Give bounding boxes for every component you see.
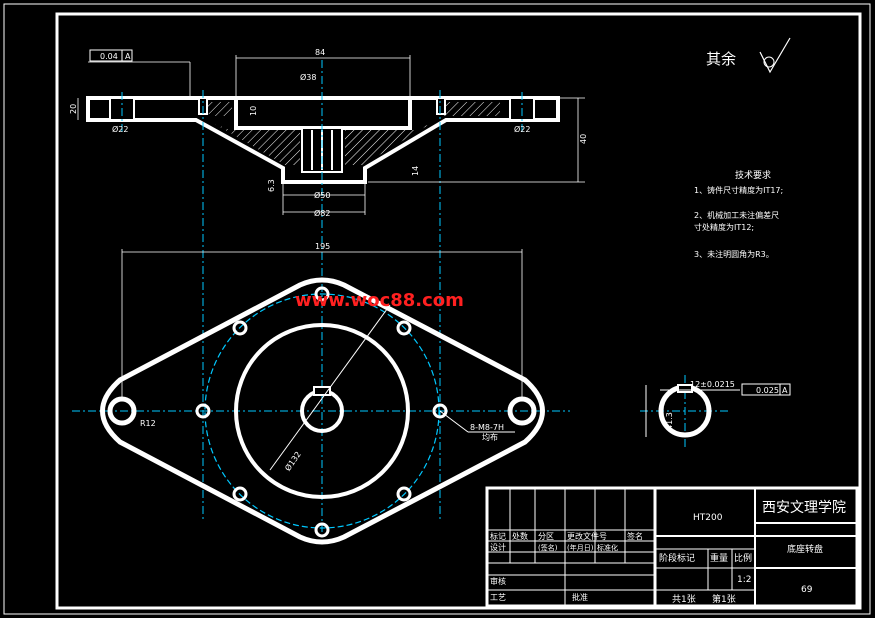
title-block xyxy=(485,486,859,608)
dim-r12: R12 xyxy=(140,419,156,428)
tb-design-date: (年月日) xyxy=(567,543,594,552)
angle-dim: 6.3 xyxy=(267,179,276,192)
tb-design-sign: (签名) xyxy=(538,543,558,552)
stage-label: 阶段标记 xyxy=(659,552,695,564)
dim-10: 10 xyxy=(249,106,258,116)
tb-design: 设计 xyxy=(490,542,506,552)
hatch-right xyxy=(440,102,500,116)
sheet-total: 共1张 xyxy=(672,594,696,605)
hatch-left-web xyxy=(215,124,300,165)
tb-row-4: 签名 xyxy=(627,531,643,541)
dimension-lines xyxy=(77,55,585,400)
keyway xyxy=(313,386,331,396)
material: HT200 xyxy=(693,513,723,523)
tb-approve: 批准 xyxy=(572,592,588,602)
dim-pcd: Ø132 xyxy=(282,449,303,472)
tech-req-title: 技术要求 xyxy=(735,169,771,181)
dim-20: 20 xyxy=(69,104,78,114)
hatch-right-web xyxy=(345,124,430,165)
dim-82: Ø82 xyxy=(314,208,330,218)
scale-label: 比例 xyxy=(734,552,752,564)
tb-row-3: 更改文件号 xyxy=(567,531,607,541)
dim-40: 40 xyxy=(579,134,588,144)
tech-req-4: 3、未注明圆角为R3。 xyxy=(694,249,774,259)
surface-note: 其余 xyxy=(706,50,736,68)
dim-14: 14 xyxy=(411,166,420,176)
dim-bore-top: Ø38 xyxy=(300,72,316,82)
tb-row-0: 标记 xyxy=(490,531,506,541)
hatch-left xyxy=(140,102,232,116)
school-name: 西安文理学院 xyxy=(762,500,846,516)
hub-circle xyxy=(234,323,410,499)
bore-small-dim: 41.3 xyxy=(665,412,674,430)
dim-50: Ø50 xyxy=(314,190,330,200)
weight-label: 重量 xyxy=(710,552,728,564)
tech-req-3: 寸处精度为IT12; xyxy=(694,222,754,232)
tb-row-2: 分区 xyxy=(538,532,554,541)
sheet-no: 第1张 xyxy=(712,593,736,605)
plan-view xyxy=(100,277,545,545)
tech-req-1: 1、铸件尺寸精度为IT17; xyxy=(694,185,783,195)
dim-hole-right: Ø22 xyxy=(514,124,530,134)
section-view xyxy=(86,96,560,184)
symmetry-frame xyxy=(741,383,791,396)
datum-a-label: A xyxy=(125,52,131,61)
outer-frame xyxy=(3,3,871,615)
roughness-icon xyxy=(759,37,791,74)
tb-process: 工艺 xyxy=(490,593,506,602)
keyway-dim: 12±0.0215 xyxy=(690,380,735,389)
part-name: 底座转盘 xyxy=(787,543,823,555)
dim-84: 84 xyxy=(315,48,325,57)
drawing-no: 69 xyxy=(801,585,813,595)
tb-standard: 标准化 xyxy=(597,543,618,552)
detail-view xyxy=(645,384,740,438)
svg-text:A: A xyxy=(782,386,788,395)
bolt-holes xyxy=(195,286,448,538)
bolt-circle xyxy=(204,293,440,529)
tb-row-1: 处数 xyxy=(512,531,528,541)
technical-requirements: 技术要求 1、铸件尺寸精度为IT17; 2、机械加工未注偏差尺 寸处精度为IT1… xyxy=(694,169,783,259)
flatness-frame xyxy=(89,49,133,62)
inner-frame xyxy=(55,12,862,610)
bolt-slot-right xyxy=(436,97,446,115)
symmetry-value: 0.025 xyxy=(756,386,779,395)
tb-review: 审核 xyxy=(490,576,506,586)
thread-label: 8-M8-7H xyxy=(470,423,504,432)
flange-plan-outline xyxy=(100,277,545,545)
watermark-text: www.woc88.com xyxy=(295,290,464,311)
dimension-texts: 0.04 A 84 Ø38 20 Ø22 Ø22 10 40 14 Ø50 Ø8… xyxy=(69,48,788,473)
dim-hole-left: Ø22 xyxy=(112,124,128,134)
dim-195: 195 xyxy=(315,242,330,251)
scale-value: 1:2 xyxy=(737,575,751,585)
thread-note: 均布 xyxy=(482,432,498,442)
tech-req-2: 2、机械加工未注偏差尺 xyxy=(694,210,779,220)
title-block-texts: HT200 西安文理学院 底座转盘 阶段标记 重量 比例 1:2 69 共1张 … xyxy=(490,500,846,605)
hub-pocket xyxy=(234,96,412,130)
flatness-value: 0.04 xyxy=(100,52,118,61)
